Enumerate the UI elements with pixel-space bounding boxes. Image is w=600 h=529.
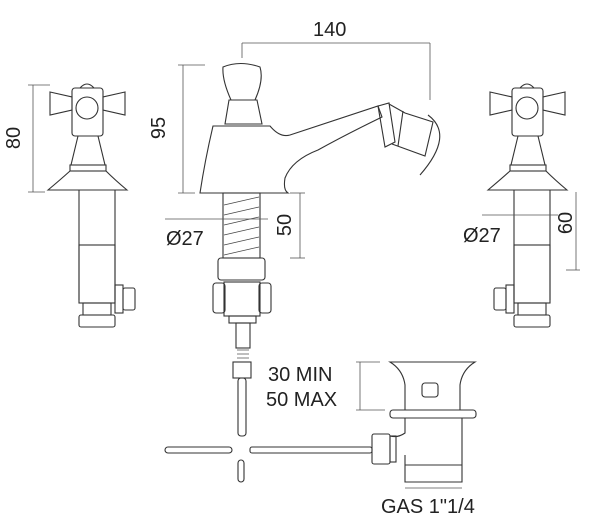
dim-60-label: 60 [555,211,578,235]
mixer-diameter-label: Ø27 [166,228,204,250]
dim-50-label: 50 [274,213,297,237]
dim-80-lines [28,84,50,193]
thread-hatching [223,196,260,359]
dim-95-label: 95 [148,116,171,140]
bidet-mixer-body [199,62,441,437]
right-tap-dimension-lines [482,192,580,271]
right-cross-tap [486,83,569,328]
tap-diameter-label: Ø27 [463,225,501,247]
waste-dimension-lines [356,361,462,489]
waste-max-label: 50 MAX [266,389,338,411]
pop-up-waste [164,361,477,483]
dim-140-label: 140 [313,19,347,41]
mixer-dimension-lines [165,42,431,259]
waste-min-label: 30 MIN [268,364,333,386]
waste-thread-label: GAS 1"1/4 [381,496,475,518]
dim-80-label: 80 [3,126,26,150]
left-cross-tap [46,83,136,328]
